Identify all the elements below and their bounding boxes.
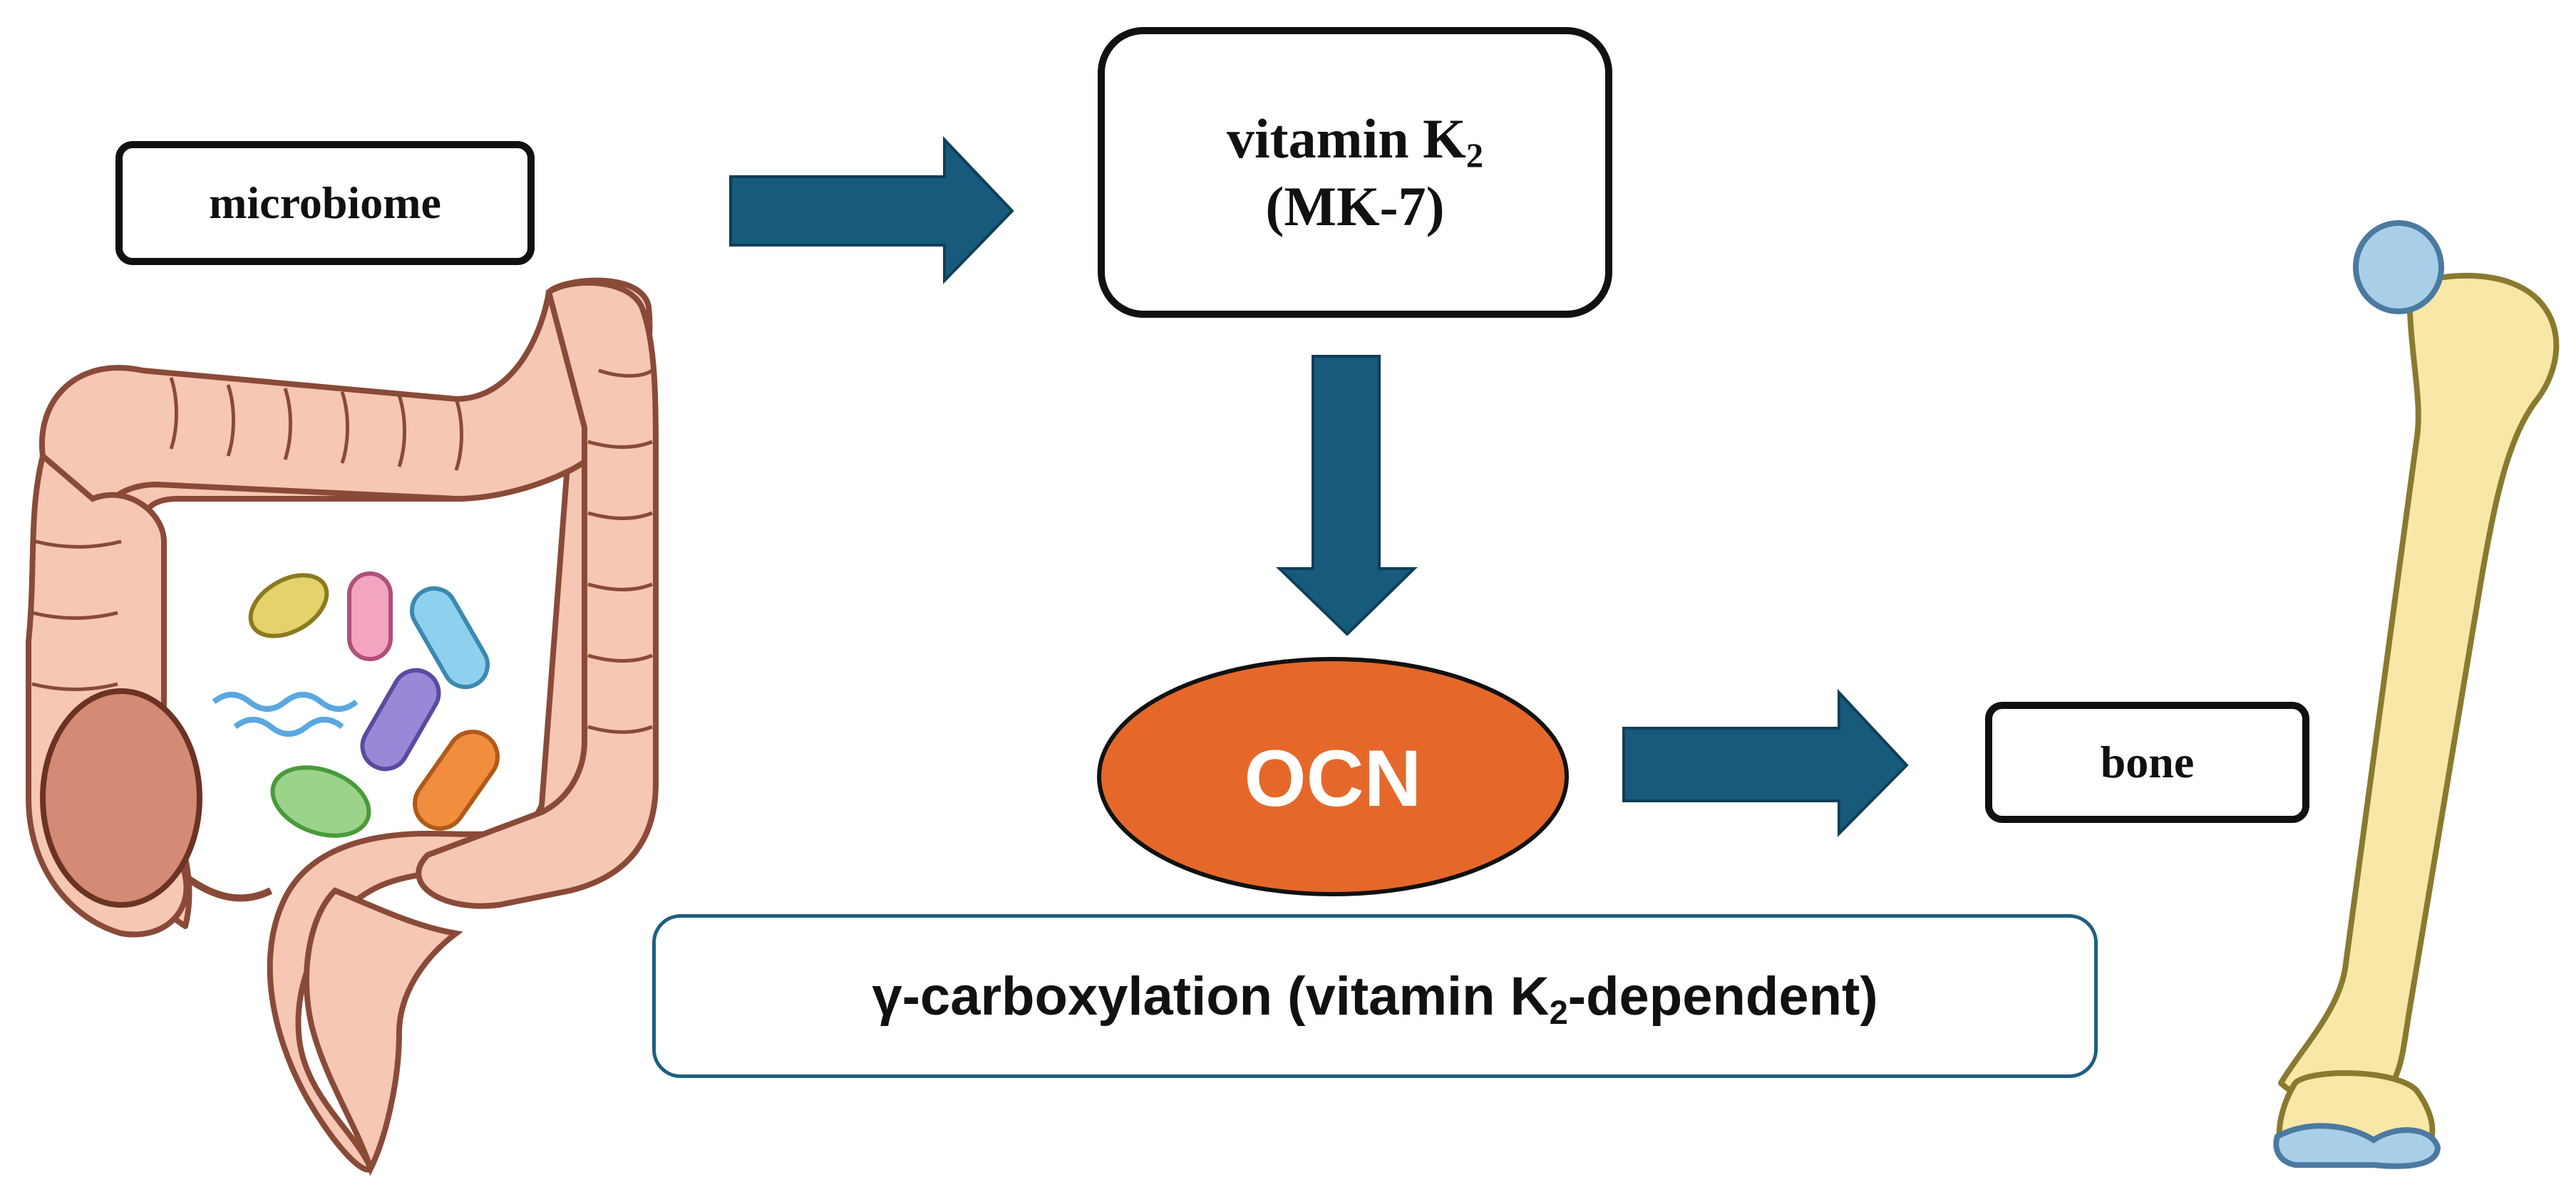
colon-rectum — [304, 887, 463, 1176]
ocn-label: OCN — [1244, 733, 1422, 823]
colon-appendix — [183, 873, 273, 902]
bacterium-yellow — [248, 573, 329, 638]
arrow-vitamin-to-ocn — [1276, 355, 1418, 636]
bone-node: bone — [1985, 702, 2309, 823]
microbiome-label: microbiome — [209, 177, 441, 228]
bacterium-wavy-1 — [212, 692, 359, 712]
femur-bone-icon — [2273, 220, 2560, 1169]
colon-cecum — [40, 688, 202, 908]
gamma-carboxylation-label: γ-carboxylation (vitamin K2-dependent) — [872, 965, 1878, 1029]
bacterium-purple — [360, 668, 441, 772]
bone-label: bone — [2100, 737, 2195, 787]
vitamin-k2-subscript: 2 — [1465, 137, 1484, 175]
bacterium-orange — [413, 730, 500, 831]
gamma-subscript: 2 — [1549, 993, 1568, 1031]
femur-condyle-cartilage — [2273, 1123, 2441, 1169]
microbiome-node: microbiome — [115, 141, 535, 265]
gamma-suffix: -dependent) — [1567, 965, 1878, 1027]
femur-shaft — [2278, 272, 2560, 1109]
vitamin-k2-line2: (MK-7) — [1265, 175, 1445, 237]
vitamin-k2-text: vitamin K — [1226, 107, 1466, 170]
bacterium-pink — [347, 571, 393, 661]
gamma-prefix: γ-carboxylation (vitamin K — [872, 965, 1550, 1027]
bacterium-blue — [410, 586, 490, 690]
bacterium-wavy-2 — [233, 717, 344, 737]
ocn-ellipse — [1097, 657, 1569, 896]
vitamin-k2-line1: vitamin K2 — [1226, 105, 1484, 175]
colon-segments — [31, 368, 654, 734]
gamma-carboxylation-node: γ-carboxylation (vitamin K2-dependent) — [652, 914, 2098, 1078]
bacterium-green — [270, 765, 371, 838]
colon-with-bacteria-icon — [26, 277, 659, 1176]
vitamin-k2-node: vitamin K2 (MK-7) — [1098, 27, 1612, 318]
arrow-ocn-to-bone — [1622, 688, 1909, 837]
colon-descending — [416, 279, 659, 909]
femur-head-cartilage — [2353, 220, 2444, 314]
arrow-microbiome-to-vitamin — [729, 135, 1014, 284]
